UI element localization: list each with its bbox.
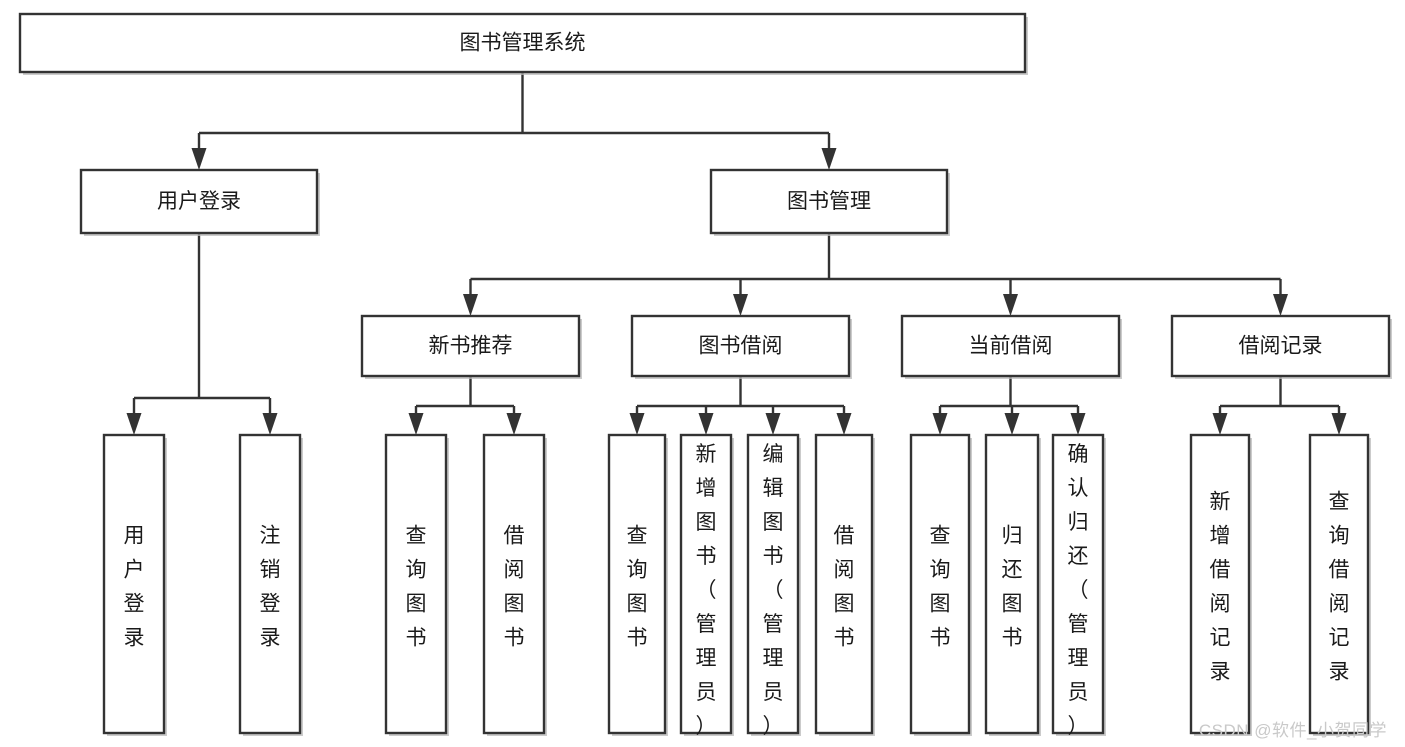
node-leaf-user-login[interactable]: 用户登录 [102,433,167,736]
arrow-head-icon [1212,413,1228,435]
node-box[interactable] [909,433,971,735]
node-label: 查询图书 [930,525,951,650]
arrow-head-icon [629,413,645,435]
node-box[interactable] [1308,433,1370,735]
node-box[interactable] [238,433,302,735]
node-box[interactable] [482,433,546,735]
arrow-head-icon [262,413,278,435]
node-box[interactable] [607,433,667,735]
node-box[interactable] [1051,433,1105,735]
node-box[interactable] [79,168,319,235]
connector-group-book-borrow [629,376,852,435]
node-label: 图书管理 [787,190,871,213]
arrow-head-icon [836,413,852,435]
node-box[interactable] [984,433,1040,735]
node-box[interactable] [360,314,581,378]
node-borrow-record[interactable]: 借阅记录 [1170,314,1392,379]
node-leaf-borrow-add[interactable]: 新增图书（管理员） [679,433,734,738]
node-label: 当前借阅 [969,335,1053,358]
arrow-head-icon [408,413,424,435]
arrow-head-icon [463,294,478,316]
node-user-login[interactable]: 用户登录 [79,168,320,236]
arrow-head-icon [1070,413,1086,435]
node-label: 查询图书 [406,525,427,650]
node-label: 查询图书 [627,525,648,650]
node-label: 编辑图书（管理员） [763,443,784,738]
connector-group-user-login [126,233,278,435]
node-box[interactable] [1170,314,1391,378]
arrow-head-icon [821,148,837,170]
node-label: 注销登录 [260,525,281,650]
arrow-head-icon [1273,294,1288,316]
node-label: 用户登录 [157,190,241,213]
connector-group-borrow-record [1212,376,1347,435]
arrow-head-icon [1331,413,1347,435]
node-label: 新增借阅记录 [1210,491,1231,684]
node-label: 用户登录 [124,525,145,650]
node-leaf-rec-query[interactable]: 查询图书 [384,433,449,736]
node-label: 新增图书（管理员） [696,443,717,738]
node-box[interactable] [746,433,800,735]
connector-group-book-manage [463,233,1288,316]
arrow-head-icon [191,148,207,170]
connector-group-new-book-rec [408,376,522,435]
node-leaf-borrow-edit[interactable]: 编辑图书（管理员） [746,433,801,738]
node-label: 借阅图书 [834,525,855,650]
node-leaf-cur-return[interactable]: 归还图书 [984,433,1041,736]
arrow-head-icon [126,413,142,435]
node-leaf-rec-add[interactable]: 新增借阅记录 [1189,433,1252,736]
node-box[interactable] [18,12,1027,74]
node-box[interactable] [900,314,1121,378]
node-label: 确认归还（管理员） [1068,443,1089,738]
arrow-head-icon [765,413,781,435]
node-leaf-user-logout[interactable]: 注销登录 [238,433,303,736]
node-new-book-rec[interactable]: 新书推荐 [360,314,582,379]
arrow-head-icon [1004,413,1020,435]
node-root[interactable]: 图书管理系统 [18,12,1028,75]
node-box[interactable] [1189,433,1251,735]
node-leaf-cur-confirm[interactable]: 确认归还（管理员） [1051,433,1106,738]
node-box[interactable] [630,314,851,378]
node-label: 查询借阅记录 [1329,491,1350,684]
connector-group-root [191,72,837,170]
node-box[interactable] [102,433,166,735]
node-leaf-borrow-do[interactable]: 借阅图书 [814,433,875,736]
connector-group-current-borrow [932,376,1086,435]
node-leaf-rec-search[interactable]: 查询借阅记录 [1308,433,1371,736]
node-leaf-rec-borrow[interactable]: 借阅图书 [482,433,547,736]
csdn-watermark: CSDN @软件_小贺同学 [1198,721,1387,740]
arrow-head-icon [1003,294,1018,316]
arrow-head-icon [932,413,948,435]
node-label: 图书借阅 [699,335,783,358]
node-label: 图书管理系统 [460,32,586,55]
arrow-head-icon [506,413,522,435]
node-leaf-borrow-query[interactable]: 查询图书 [607,433,668,736]
node-book-borrow[interactable]: 图书借阅 [630,314,852,379]
node-label: 借阅记录 [1239,335,1323,358]
node-current-borrow[interactable]: 当前借阅 [900,314,1122,379]
node-label: 新书推荐 [429,335,513,358]
node-box[interactable] [709,168,949,235]
node-layer: 图书管理系统用户登录图书管理新书推荐图书借阅当前借阅借阅记录用户登录注销登录查询… [18,12,1392,738]
connector-layer [126,72,1347,435]
node-label: 归还图书 [1002,525,1023,650]
node-leaf-cur-query[interactable]: 查询图书 [909,433,972,736]
node-book-manage[interactable]: 图书管理 [709,168,950,236]
arrow-head-icon [733,294,748,316]
node-box[interactable] [679,433,733,735]
node-label: 借阅图书 [504,525,525,650]
arrow-head-icon [698,413,714,435]
node-box[interactable] [384,433,448,735]
node-box[interactable] [814,433,874,735]
